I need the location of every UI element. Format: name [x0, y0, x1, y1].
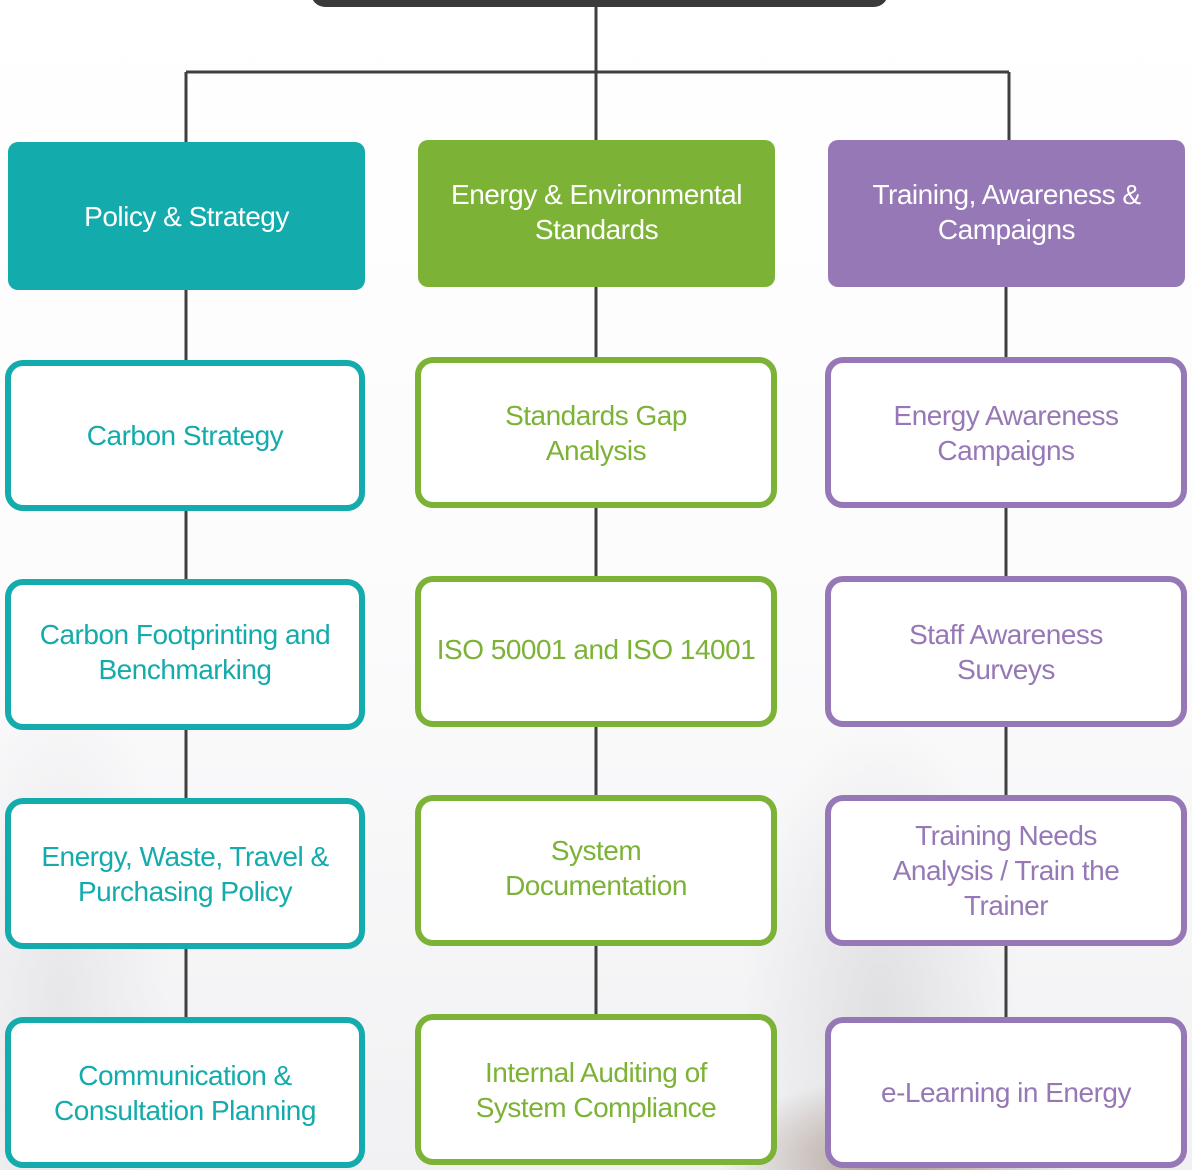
box-e-learning: e-Learning in Energy: [825, 1017, 1187, 1168]
box-communication-planning: Communication & Consultation Planning: [5, 1017, 365, 1168]
box-iso: ISO 50001 and ISO 14001: [415, 576, 777, 727]
box-training-needs: Training Needs Analysis / Train the Trai…: [825, 795, 1187, 946]
header-policy-strategy: Policy & Strategy: [8, 142, 365, 290]
box-carbon-footprinting: Carbon Footprinting and Benchmarking: [5, 579, 365, 730]
title-box: [311, 0, 888, 7]
box-standards-gap: Standards Gap Analysis: [415, 357, 777, 508]
box-energy-waste-policy: Energy, Waste, Travel & Purchasing Polic…: [5, 798, 365, 949]
header-training-awareness: Training, Awareness & Campaigns: [828, 140, 1185, 287]
header-energy-standards: Energy & Environmental Standards: [418, 140, 775, 287]
box-system-documentation: System Documentation: [415, 795, 777, 946]
box-carbon-strategy: Carbon Strategy: [5, 360, 365, 511]
box-staff-awareness-surveys: Staff Awareness Surveys: [825, 576, 1187, 727]
box-energy-awareness-campaigns: Energy Awareness Campaigns: [825, 357, 1187, 508]
box-internal-auditing: Internal Auditing of System Compliance: [415, 1014, 777, 1165]
